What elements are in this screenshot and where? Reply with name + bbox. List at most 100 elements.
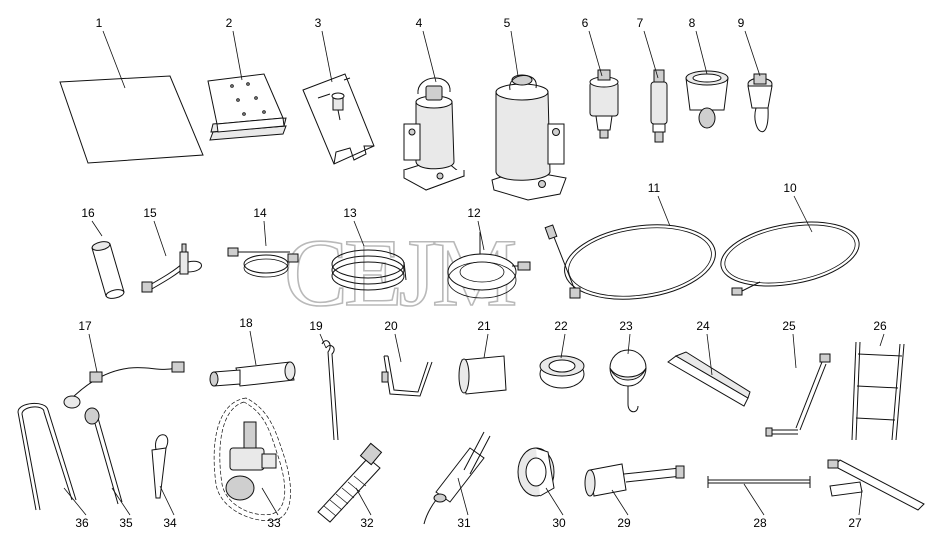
callout-number-14: 14 [253,206,267,220]
callout-leader-9 [744,30,761,77]
part-23-ball [609,349,647,413]
part-21-bushing [458,355,507,395]
callout-leader-21 [483,333,489,359]
part-20-bracket [381,355,433,397]
callout-leader-2 [232,30,243,81]
callout-leader-35 [111,487,131,516]
callout-number-29: 29 [617,516,631,530]
callout-number-32: 32 [360,516,374,530]
part-25-crank [765,353,831,437]
callout-number-25: 25 [782,319,796,333]
callout-leader-6 [588,30,603,77]
callout-number-22: 22 [554,319,568,333]
callout-leader-22 [560,333,566,359]
callout-number-26: 26 [873,319,887,333]
callout-leader-19 [319,333,327,349]
part-27-pipe [827,459,925,511]
callout-leader-23 [627,333,631,355]
part-22-ring [539,355,585,389]
callout-number-11: 11 [648,181,661,195]
callout-leader-24 [706,333,713,376]
callout-leader-16 [91,220,103,237]
callout-leader-15 [153,220,167,257]
part-33-chain [213,397,291,522]
callout-number-8: 8 [689,16,696,30]
callout-leader-31 [457,477,469,516]
callout-number-4: 4 [416,16,423,30]
part-5-large-jack [491,74,567,201]
callout-leader-8 [695,30,708,75]
part-12-hose [447,232,531,299]
callout-number-12: 12 [467,206,481,220]
part-1-sheet [59,75,204,164]
callout-leader-13 [353,220,365,247]
callout-leader-28 [743,483,765,516]
callout-leader-36 [63,487,87,516]
callout-number-28: 28 [753,516,767,530]
part-16-cylinder [91,241,125,299]
callout-leader-32 [355,487,372,516]
part-10-hose [720,221,860,296]
callout-number-31: 31 [457,516,471,530]
callout-number-9: 9 [738,16,745,30]
callout-number-23: 23 [619,319,633,333]
callout-number-21: 21 [477,319,491,333]
callout-number-15: 15 [143,206,157,220]
callout-number-16: 16 [81,206,95,220]
callout-leader-4 [422,30,437,83]
callout-number-1: 1 [96,16,103,30]
callout-number-20: 20 [384,319,398,333]
callout-number-36: 36 [75,516,89,530]
part-13-coil [331,249,407,291]
callout-number-35: 35 [119,516,133,530]
callout-number-2: 2 [226,16,233,30]
callout-number-5: 5 [504,16,511,30]
part-14-hose [227,247,299,278]
part-31-grease-gun [423,431,491,525]
callout-leader-11 [657,195,671,227]
callout-number-17: 17 [78,319,92,333]
part-8-cup [685,70,729,129]
part-34-probe [151,434,169,499]
callout-number-10: 10 [783,181,797,195]
callout-leader-17 [88,333,98,373]
part-36-u-rod [17,403,77,511]
part-35-brush [84,407,123,505]
part-9-cap [747,73,773,133]
callout-leader-18 [249,330,257,366]
part-15-tube [141,243,202,293]
callout-leader-10 [793,195,813,233]
part-17-cable [63,361,185,409]
callout-leader-27 [858,489,863,516]
callout-leader-7 [643,30,659,79]
callout-leader-20 [394,333,402,363]
callout-number-7: 7 [637,16,644,30]
part-2-plates [207,73,287,141]
callout-number-27: 27 [848,516,862,530]
callout-leader-33 [261,487,279,516]
part-19-rod [321,340,339,441]
part-26-ladder [851,341,905,441]
callout-leader-1 [102,30,126,89]
callout-number-30: 30 [552,516,566,530]
part-7-cylinder [650,69,668,143]
callout-leader-5 [510,30,519,77]
part-3-bracket [302,73,375,165]
callout-leader-14 [263,220,267,247]
callout-leader-26 [879,333,885,347]
callout-number-34: 34 [163,516,177,530]
callout-number-19: 19 [309,319,323,333]
part-29-puller [584,463,685,497]
callout-number-18: 18 [239,316,253,330]
callout-number-24: 24 [696,319,710,333]
callout-leader-29 [611,489,629,516]
part-18-sleeve [209,361,296,387]
callout-leader-34 [159,485,175,516]
part-6-canister [589,69,619,139]
part-28-rod [707,476,811,488]
part-4-bottle-jack [403,77,465,191]
callout-number-3: 3 [315,16,322,30]
